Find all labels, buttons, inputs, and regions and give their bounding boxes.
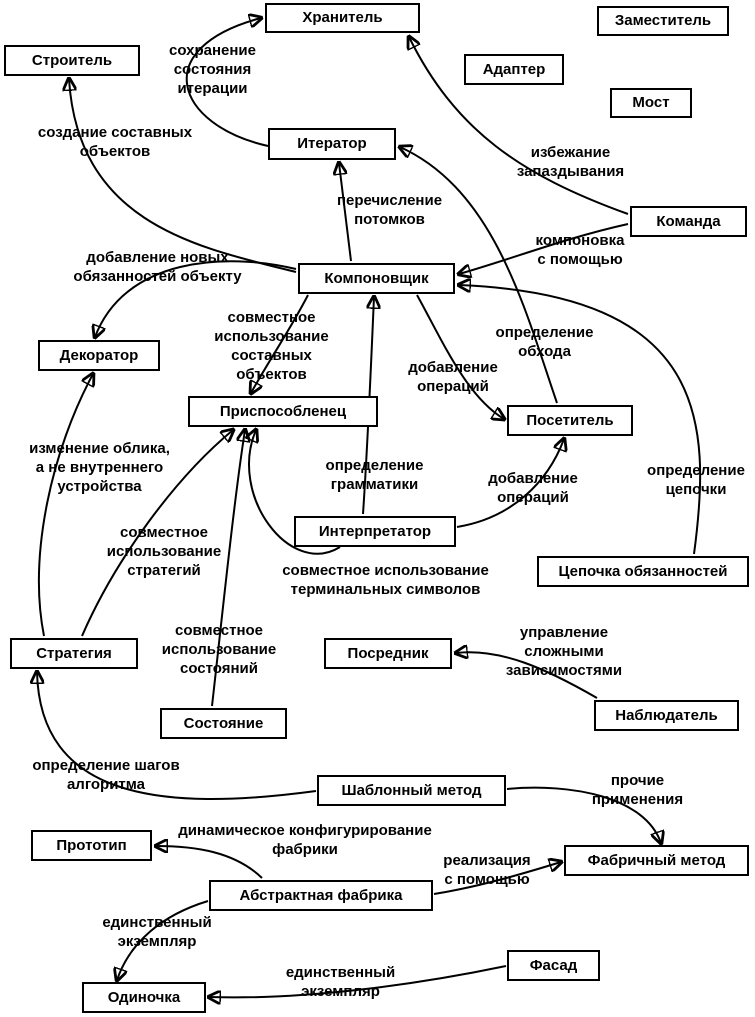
arrow-template-method-to-strategy	[37, 672, 317, 801]
edge-label-adding-responsibilities: добавление новых обязанностей объекту	[73, 249, 242, 285]
arrow-composite-to-builder	[69, 79, 297, 273]
node-memento: Хранитель	[265, 3, 420, 33]
node-chain-of-responsibility: Цепочка обязанностей	[537, 556, 749, 587]
node-command: Команда	[630, 206, 747, 237]
edge-label-sharing-strategies: совместное использование стратегий	[106, 524, 222, 579]
edge-label-other-uses: прочие применения	[591, 772, 684, 808]
edge-label-dynamic-factory-configuration: динамическое конфигурирование фабрики	[178, 822, 432, 858]
edge-label-defining-the-chain: определение цепочки	[647, 462, 745, 498]
edge-label-complex-dependency-management: управление сложными зависимостями	[505, 624, 623, 679]
node-prototype: Прототип	[31, 830, 152, 861]
arrow-state-to-flyweight	[211, 430, 245, 707]
edge-label-changing-skin-vs-guts: изменение облика, а не внутреннего устро…	[29, 440, 170, 495]
node-strategy: Стратегия	[10, 638, 138, 669]
edge-label-defining-algorithm-steps: определение шагов алгоритма	[32, 757, 180, 793]
edge-label-single-instance-factory: единственный экземпляр	[102, 914, 212, 950]
arrow-composite-to-flyweight	[251, 294, 309, 393]
arrow-abstract-factory-to-prototype	[156, 846, 263, 879]
arrow-strategy-to-decorator	[38, 374, 93, 637]
node-abstract-factory: Абстрактная фабрика	[209, 880, 433, 911]
arrow-chain-to-composite	[459, 285, 702, 555]
node-flyweight: Приспособленец	[188, 396, 378, 427]
node-iterator: Итератор	[268, 128, 396, 160]
arrow-command-to-composite	[459, 223, 629, 274]
edge-label-adding-operations-interpreter: добавление операций	[488, 470, 578, 506]
arrow-composite-to-visitor	[416, 294, 504, 419]
edge-label-implement-using: реализация с помощью	[443, 852, 531, 888]
edge-label-sharing-composites: совместное использование составных объек…	[214, 309, 329, 383]
arrow-interpreter-to-visitor	[456, 439, 564, 528]
arrow-command-to-memento	[409, 37, 629, 215]
edge-label-defining-traversals: определение обхода	[495, 324, 594, 360]
edge-label-defining-grammar: определение грамматики	[325, 457, 424, 493]
node-mediator: Посредник	[324, 638, 452, 669]
node-composite: Компоновщик	[298, 263, 455, 294]
node-observer: Наблюдатель	[594, 700, 739, 731]
arrow-composite-to-iterator	[339, 163, 352, 262]
arrow-visitor-to-iterator	[400, 147, 558, 404]
arrow-abstract-factory-to-factory-method	[433, 862, 561, 895]
node-decorator: Декоратор	[38, 340, 160, 371]
arrow-facade-to-singleton	[209, 965, 507, 997]
arrow-iterator-to-memento	[185, 18, 269, 147]
node-state: Состояние	[160, 708, 287, 739]
edge-label-single-instance-facade: единственный экземпляр	[285, 964, 396, 1000]
node-singleton: Одиночка	[82, 982, 206, 1013]
arrow-strategy-to-flyweight	[81, 430, 233, 637]
arrow-observer-to-mediator	[456, 652, 598, 699]
edge-label-enumerating-children: перечисление потомков	[336, 192, 443, 228]
edge-label-avoiding-hysteresis: избежание запаздывания	[516, 144, 625, 180]
node-visitor: Посетитель	[507, 405, 633, 436]
arrow-template-method-to-factory-method	[506, 786, 661, 843]
node-proxy: Заместитель	[597, 6, 729, 36]
arrow-abstract-factory-to-singleton	[117, 900, 209, 980]
edge-label-saving-iteration-state: сохранение состояния итерации	[168, 42, 256, 97]
node-builder: Строитель	[4, 45, 140, 76]
edge-label-sharing-terminal-symbols: совместное использование терминальных си…	[282, 562, 489, 598]
node-bridge: Мост	[610, 88, 692, 118]
edge-label-composed-using: компоновка с помощью	[535, 232, 625, 268]
node-template-method: Шаблонный метод	[317, 775, 506, 806]
node-interpreter: Интерпретатор	[294, 516, 456, 547]
edge-label-sharing-states: совместное использование состояний	[161, 622, 277, 677]
edge-label-creating-composites: создание составных объектов	[37, 124, 193, 160]
arrow-composite-to-decorator	[95, 260, 297, 337]
edge-label-adding-operations-composite: добавление операций	[408, 359, 498, 395]
node-factory-method: Фабричный метод	[564, 845, 749, 876]
arrow-interpreter-to-flyweight	[249, 430, 341, 555]
node-adapter: Адаптер	[464, 54, 564, 85]
node-facade: Фасад	[507, 950, 600, 981]
